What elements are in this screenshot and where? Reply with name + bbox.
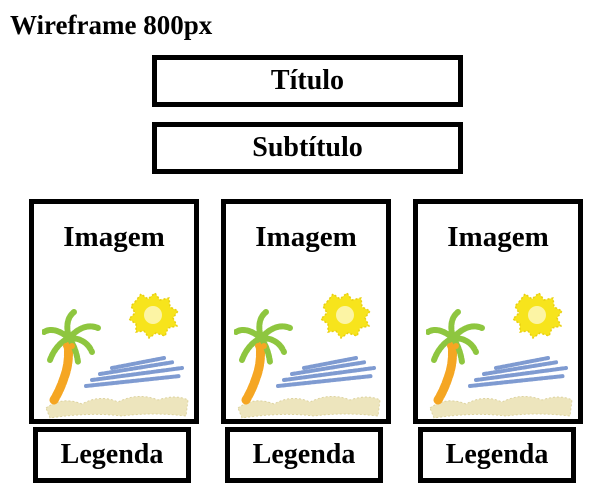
caption-box-3: Legenda xyxy=(418,427,576,483)
caption-label: Legenda xyxy=(445,439,549,470)
caption-box-1: Legenda xyxy=(33,427,191,483)
title-placeholder-box: Título xyxy=(152,55,463,107)
image-label: Imagem xyxy=(63,221,165,253)
caption-box-2: Legenda xyxy=(225,427,383,483)
beach-palm-sun-icon xyxy=(42,282,192,422)
image-placeholder-3: Imagem xyxy=(413,199,583,424)
beach-palm-sun-icon xyxy=(234,282,384,422)
image-placeholder-2: Imagem xyxy=(221,199,391,424)
image-label: Imagem xyxy=(255,221,357,253)
title-label: Título xyxy=(270,65,345,96)
beach-palm-sun-icon xyxy=(426,282,576,422)
subtitle-label: Subtítulo xyxy=(252,132,363,163)
image-placeholder-1: Imagem xyxy=(29,199,199,424)
page-title: Wireframe 800px xyxy=(10,10,213,40)
caption-label: Legenda xyxy=(252,439,356,470)
image-label: Imagem xyxy=(447,221,549,253)
subtitle-placeholder-box: Subtítulo xyxy=(152,122,463,174)
caption-label: Legenda xyxy=(60,439,164,470)
